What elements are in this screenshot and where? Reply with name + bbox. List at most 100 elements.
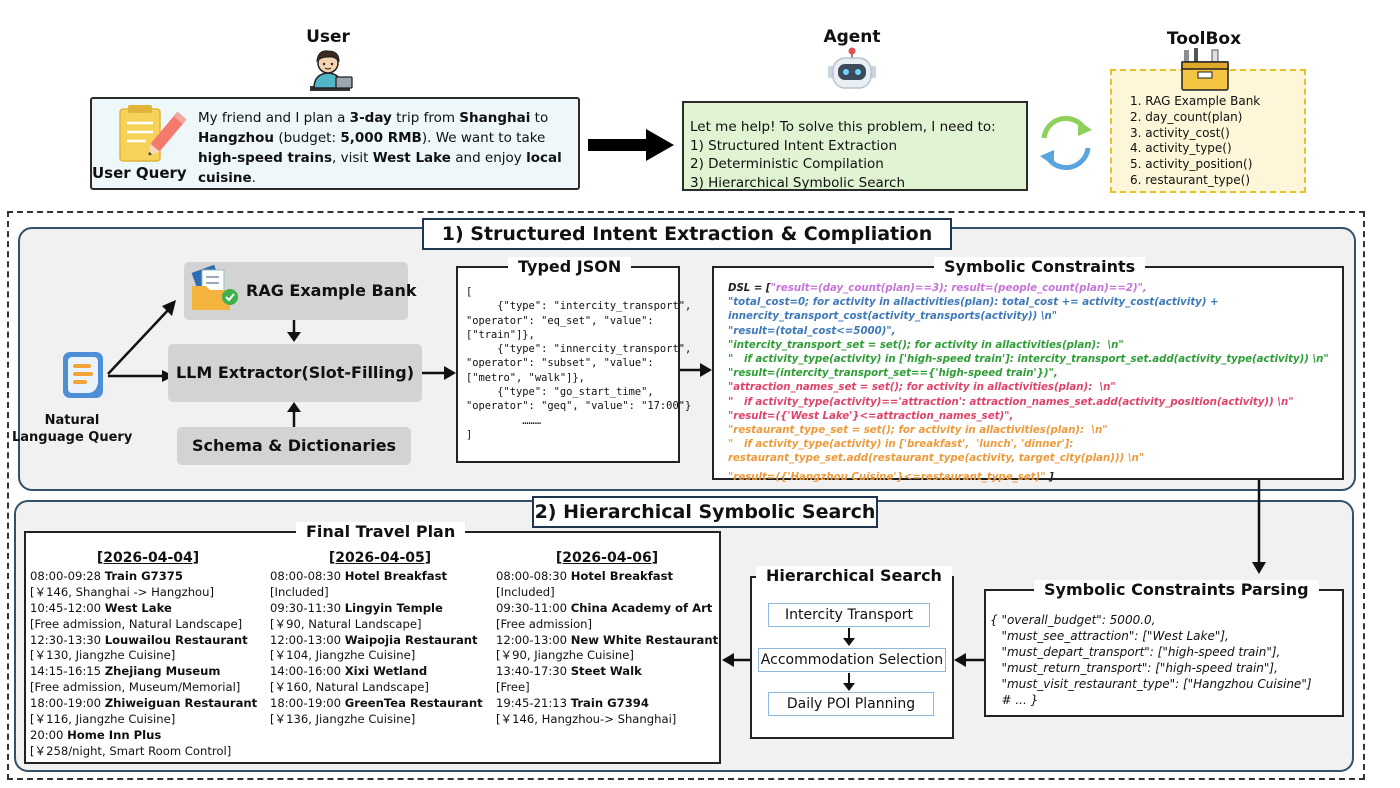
typed-json-content: [ {"type": "intercity_transport", "opera… xyxy=(466,286,692,441)
typed-json-frame xyxy=(456,266,680,463)
plan-date: [2026-04-05] xyxy=(328,550,432,566)
plan-line-text: 08:00-08:30 xyxy=(270,568,345,583)
plan-line: 14:15-16:15 Zhejiang Museum xyxy=(30,664,266,680)
agent-line: 3) Hierarchical Symbolic Search xyxy=(690,174,906,191)
plan-line-text: 18:00-19:00 xyxy=(270,696,345,711)
pipeline-frame xyxy=(7,211,1365,780)
plan-line: 20:00 Home Inn Plus xyxy=(30,728,266,744)
toolbox-list: 1. RAG Example Bank 2. day_count(plan) 3… xyxy=(1130,94,1260,189)
plan-line-place: Zhejiang Museum xyxy=(104,664,221,679)
plan-line-text: 12:30-13:30 xyxy=(30,632,105,647)
plan-line: 09:30-11:30 Lingyin Temple xyxy=(270,601,490,617)
document-icon xyxy=(63,352,103,398)
user-label: User xyxy=(306,27,350,47)
plan-line-text: 10:45-12:00 xyxy=(30,600,105,615)
toolbox-item: 1. RAG Example Bank xyxy=(1130,94,1261,108)
plan-line: [￥160, Natural Landscape] xyxy=(270,680,490,696)
plan-line: [Free admission, Natural Landscape] xyxy=(30,617,266,633)
plan-line: [Free admission] xyxy=(496,617,718,633)
plan-line-text: [￥90, Natural Landscape] xyxy=(270,616,422,631)
plan-line: [￥146, Shanghai -> Hangzhou] xyxy=(30,585,266,601)
plan-line-text: [￥90, Jiangzhe Cuisine] xyxy=(496,648,634,663)
down-arrow xyxy=(287,320,301,342)
plan-line-place: Louwailou Restaurant xyxy=(104,632,248,647)
plan-line-text: [￥160, Natural Landscape] xyxy=(270,680,429,695)
query-text-run: ). We want to take xyxy=(421,130,546,146)
plan-line: 18:00-19:00 GreenTea Restaurant xyxy=(270,696,490,712)
plan-line-text: [Included] xyxy=(270,584,329,599)
plan-line-place: West Lake xyxy=(104,600,172,615)
up-arrow xyxy=(287,402,301,428)
plan-line-place: Train G7394 xyxy=(570,696,649,711)
toolbox-item: 5. activity_position() xyxy=(1130,157,1253,172)
schema-dictionaries-label: Schema & Dictionaries xyxy=(191,436,397,455)
plan-line-place: Train G7375 xyxy=(104,568,183,583)
plan-line: [Free] xyxy=(496,680,718,696)
plan-line-text: 20:00 xyxy=(30,727,68,742)
query-highlight: West Lake xyxy=(372,150,451,166)
final-travel-plan-title: Final Travel Plan xyxy=(296,522,466,541)
rag-example-bank-label: RAG Example Bank xyxy=(246,281,417,300)
notepad-pencil-icon xyxy=(119,105,187,162)
down-arrow xyxy=(1252,480,1266,574)
dsl-line: "result=(day_count(plan)==3); result=(pe… xyxy=(770,283,1147,294)
query-text-run: , visit xyxy=(332,150,373,166)
hs-step-accommodation: Accommodation Selection xyxy=(758,648,946,672)
constraints-parsing-title: Symbolic Constraints Parsing xyxy=(1034,580,1319,599)
left-arrow xyxy=(954,653,984,667)
plan-line-place: Zhiweiguan Restaurant xyxy=(104,696,258,711)
plan-line: 08:00-08:30 Hotel Breakfast xyxy=(496,569,718,585)
plan-line: [￥90, Natural Landscape] xyxy=(270,617,490,633)
query-highlight: 3-day xyxy=(349,110,392,126)
plan-line: 14:00-16:00 Xixi Wetland xyxy=(270,664,490,680)
plan-line-text: 18:00-19:00 xyxy=(30,696,105,711)
plan-line: [Included] xyxy=(496,585,718,601)
agent-line: 2) Deterministic Compilation xyxy=(690,156,884,172)
plan-line: 09:30-11:00 China Academy of Art xyxy=(496,601,718,617)
plan-line: 08:00-08:30 Hotel Breakfast xyxy=(270,569,490,585)
hs-step-daily-poi: Daily POI Planning xyxy=(768,692,934,716)
plan-line-text: [￥130, Jiangzhe Cuisine] xyxy=(30,648,176,663)
dsl-line: innercity_transport_cost(activity_transp… xyxy=(728,311,1058,323)
dsl-line: "result=({'West Lake'}<=attraction_names… xyxy=(728,410,1014,422)
llm-extractor-box xyxy=(168,344,422,402)
plan-line-text: [￥104, Jiangzhe Cuisine] xyxy=(270,648,416,663)
plan-line: [￥116, Jiangzhe Cuisine] xyxy=(30,712,266,728)
plan-line: 12:00-13:00 Waipojia Restaurant xyxy=(270,633,490,649)
toolbox-item: 2. day_count(plan) xyxy=(1130,109,1243,124)
plan-line: [￥104, Jiangzhe Cuisine] xyxy=(270,648,490,664)
plan-line: 13:40-17:30 Steet Walk xyxy=(496,664,718,680)
user-query-text: My friend and I plan a 3-day trip from S… xyxy=(198,108,576,188)
dsl-line: "intercity_transport_set = set(); for ac… xyxy=(728,339,1124,351)
down-arrow xyxy=(843,628,855,646)
plan-line-text: [Free admission, Museum/Memorial] xyxy=(30,680,241,695)
robot-icon xyxy=(828,47,876,89)
dsl-close-bracket: ] xyxy=(1045,471,1054,483)
toolbox-icon xyxy=(1181,48,1229,91)
query-text-run: and enjoy xyxy=(450,150,527,166)
symbolic-constraints-frame xyxy=(712,266,1344,480)
user-query-label: User Query xyxy=(92,164,187,182)
plan-line-text: 09:30-11:30 xyxy=(270,600,345,615)
down-arrow xyxy=(843,673,855,691)
plan-line-text: 19:45-21:13 xyxy=(496,696,571,711)
plan-line-place: Lingyin Temple xyxy=(344,600,443,615)
hierarchical-search-title: Hierarchical Search xyxy=(756,566,952,585)
agent-plan-box xyxy=(682,101,1028,191)
plan-line: 12:30-13:30 Louwailou Restaurant xyxy=(30,633,266,649)
constraints-parsing-frame xyxy=(984,589,1344,717)
plan-line-text: [Free admission] xyxy=(496,616,593,631)
plan-line-text: 13:40-17:30 xyxy=(496,664,571,679)
final-travel-plan-frame xyxy=(24,531,721,764)
plan-line-text: 14:15-16:15 xyxy=(30,664,105,679)
agent-label: Agent xyxy=(823,27,881,47)
query-highlight: Hangzhou xyxy=(198,130,275,146)
constraints-parsing-content: { "overall_budget": 5000.0, "must_see_at… xyxy=(990,613,1312,707)
agent-plan-text: Let me help! To solve this problem, I ne… xyxy=(690,118,1026,192)
plan-line-text: 08:00-09:28 xyxy=(30,568,105,583)
plan-line: [￥130, Jiangzhe Cuisine] xyxy=(30,648,266,664)
query-highlight: local cuisine xyxy=(198,150,562,186)
query-text-run: . xyxy=(251,170,256,186)
dsl-line: restaurant_type_set.add(restaurant_type(… xyxy=(728,453,1145,465)
plan-line-text: [￥258/night, Smart Room Control] xyxy=(30,743,232,758)
